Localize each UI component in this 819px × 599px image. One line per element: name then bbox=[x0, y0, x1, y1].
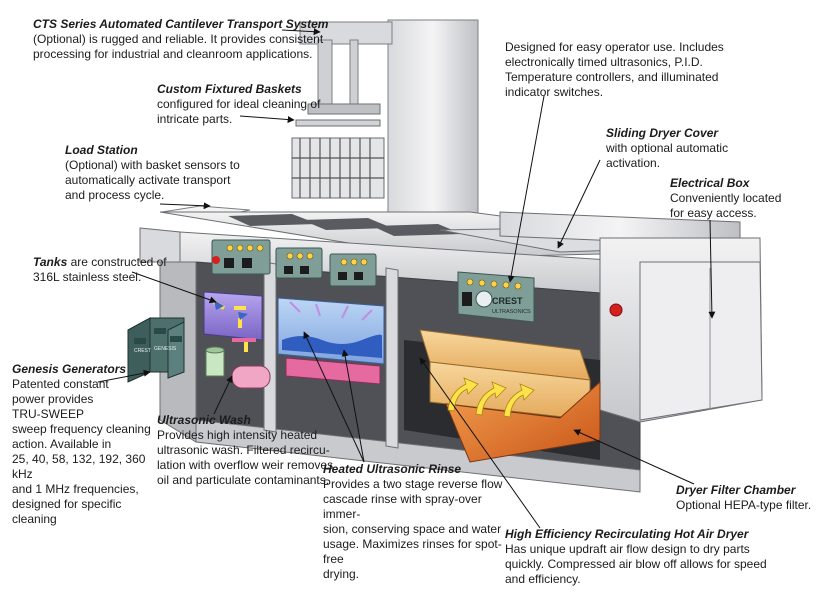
callout-electrical-box-title: Electrical Box bbox=[670, 176, 750, 190]
control-panels: CREST ULTRASONICS bbox=[211, 239, 535, 323]
callout-controls-line-4: indicator switches. bbox=[505, 85, 604, 99]
callout-hot-air-dryer-line-1: Has unique updraft air flow design to dr… bbox=[505, 542, 750, 556]
callout-dryer-filter: Dryer Filter Chamber Optional HEPA-type … bbox=[676, 483, 816, 513]
callout-ultrasonic-wash-line-1: Provides high intensity heated bbox=[157, 428, 318, 442]
callout-dryer-filter-title: Dryer Filter Chamber bbox=[676, 483, 796, 497]
callout-genesis-title: Genesis Generators bbox=[12, 362, 127, 376]
callout-controls-line-2: electronically timed ultrasonics, P.I.D. bbox=[505, 55, 703, 69]
heated-rinse-tank bbox=[277, 297, 385, 385]
callout-heated-rinse-line-5: drying. bbox=[323, 567, 360, 581]
callout-hot-air-dryer-line-3: and efficiency. bbox=[505, 572, 581, 586]
callout-cts: CTS Series Automated Cantilever Transpor… bbox=[33, 17, 333, 62]
generator-model: GENESIS bbox=[154, 346, 177, 352]
leader-lines bbox=[97, 28, 716, 529]
callout-heated-rinse-line-3: sion, conserving space and water bbox=[323, 522, 502, 536]
callout-hot-air-dryer: High Efficiency Recirculating Hot Air Dr… bbox=[505, 527, 810, 587]
callout-controls: Designed for easy operator use. Includes… bbox=[505, 40, 735, 100]
callout-load-station-line-1: (Optional) with basket sensors to bbox=[65, 158, 240, 172]
callout-electrical-box-line-2: for easy access. bbox=[670, 206, 757, 220]
callout-cts-title: CTS Series Automated Cantilever Transpor… bbox=[33, 17, 329, 31]
callout-hot-air-dryer-title: High Efficiency Recirculating Hot Air Dr… bbox=[505, 527, 749, 541]
callout-sliding-cover-line-2: activation. bbox=[606, 156, 661, 170]
callout-tanks-title: Tanks bbox=[33, 255, 68, 269]
callout-heated-rinse-line-1: Provides a two stage reverse flow bbox=[323, 477, 503, 491]
callout-genesis-line-7: and 1 MHz frequencies, bbox=[12, 482, 139, 496]
callout-hot-air-dryer-line-2: quickly. Compressed air blow off allows … bbox=[505, 557, 767, 571]
callout-genesis-line-3: TRU-SWEEP bbox=[12, 407, 84, 421]
callout-genesis-line-6: 25, 40, 58, 132, 192, 360 kHz bbox=[12, 452, 146, 481]
callout-tanks-title-suffix: are constructed of bbox=[67, 255, 167, 269]
callout-genesis: Genesis Generators Patented constant pow… bbox=[12, 362, 162, 527]
callout-tanks-line-1: 316L stainless steel. bbox=[33, 270, 142, 284]
callout-sliding-cover-title: Sliding Dryer Cover bbox=[606, 126, 719, 140]
callout-load-station: Load Station (Optional) with basket sens… bbox=[65, 143, 265, 203]
callout-genesis-line-2: power provides bbox=[12, 392, 94, 406]
callout-genesis-line-4: sweep frequency cleaning bbox=[12, 422, 151, 436]
callout-sliding-cover: Sliding Dryer Cover with optional automa… bbox=[606, 126, 766, 171]
generator-brand: CREST bbox=[134, 348, 151, 354]
callout-heated-rinse: Heated Ultrasonic Rinse Provides a two s… bbox=[323, 462, 513, 582]
callout-heated-rinse-title: Heated Ultrasonic Rinse bbox=[323, 462, 462, 476]
callout-genesis-line-8: designed for specific cleaning bbox=[12, 497, 122, 526]
callout-load-station-line-2: automatically activate transport bbox=[65, 173, 231, 187]
callout-heated-rinse-line-2: cascade rinse with spray-over immer- bbox=[323, 492, 482, 521]
callout-ultrasonic-wash-title: Ultrasonic Wash bbox=[157, 413, 251, 427]
brand-sub-label: ULTRASONICS bbox=[492, 309, 531, 315]
fixtured-baskets bbox=[291, 119, 385, 199]
callout-genesis-line-1: Patented constant bbox=[12, 377, 109, 391]
callout-baskets: Custom Fixtured Baskets configured for i… bbox=[157, 82, 347, 127]
callout-electrical-box-line-1: Conveniently located bbox=[670, 191, 782, 205]
callout-ultrasonic-wash: Ultrasonic Wash Provides high intensity … bbox=[157, 413, 347, 488]
callout-genesis-line-5: action. Available in bbox=[12, 437, 112, 451]
transport-system bbox=[299, 19, 479, 226]
callout-baskets-title: Custom Fixtured Baskets bbox=[157, 82, 302, 96]
ultrasonic-wash-tank bbox=[203, 291, 271, 389]
callout-controls-line-1: Designed for easy operator use. Includes bbox=[505, 40, 724, 54]
callout-electrical-box: Electrical Box Conveniently located for … bbox=[670, 176, 810, 221]
callout-load-station-line-3: and process cycle. bbox=[65, 188, 165, 202]
callout-cts-line-1: (Optional) is rugged and reliable. It pr… bbox=[33, 32, 324, 46]
electrical-box bbox=[599, 237, 763, 423]
callout-tanks: Tanks are constructed of 316L stainless … bbox=[33, 255, 193, 285]
callout-ultrasonic-wash-line-2: ultrasonic wash. Filtered recircu- bbox=[157, 443, 330, 457]
callout-controls-line-3: Temperature controllers, and illuminated bbox=[505, 70, 719, 84]
callout-ultrasonic-wash-line-4: oil and particulate contaminants. bbox=[157, 473, 330, 487]
brand-label: CREST bbox=[492, 296, 523, 306]
callout-ultrasonic-wash-line-3: lation with overflow weir removes bbox=[157, 458, 334, 472]
callout-cts-line-2: processing for industrial and cleanroom … bbox=[33, 47, 313, 61]
callout-baskets-line-1: configured for ideal cleaning of bbox=[157, 97, 321, 111]
callout-dryer-filter-line-1: Optional HEPA-type filter. bbox=[676, 498, 812, 512]
callout-heated-rinse-line-4: usage. Maximizes rinses for spot-free bbox=[323, 537, 502, 566]
hot-air-dryer bbox=[404, 329, 601, 463]
callout-baskets-line-2: intricate parts. bbox=[157, 112, 233, 126]
callout-load-station-title: Load Station bbox=[65, 143, 138, 157]
callout-sliding-cover-line-1: with optional automatic bbox=[606, 141, 729, 155]
